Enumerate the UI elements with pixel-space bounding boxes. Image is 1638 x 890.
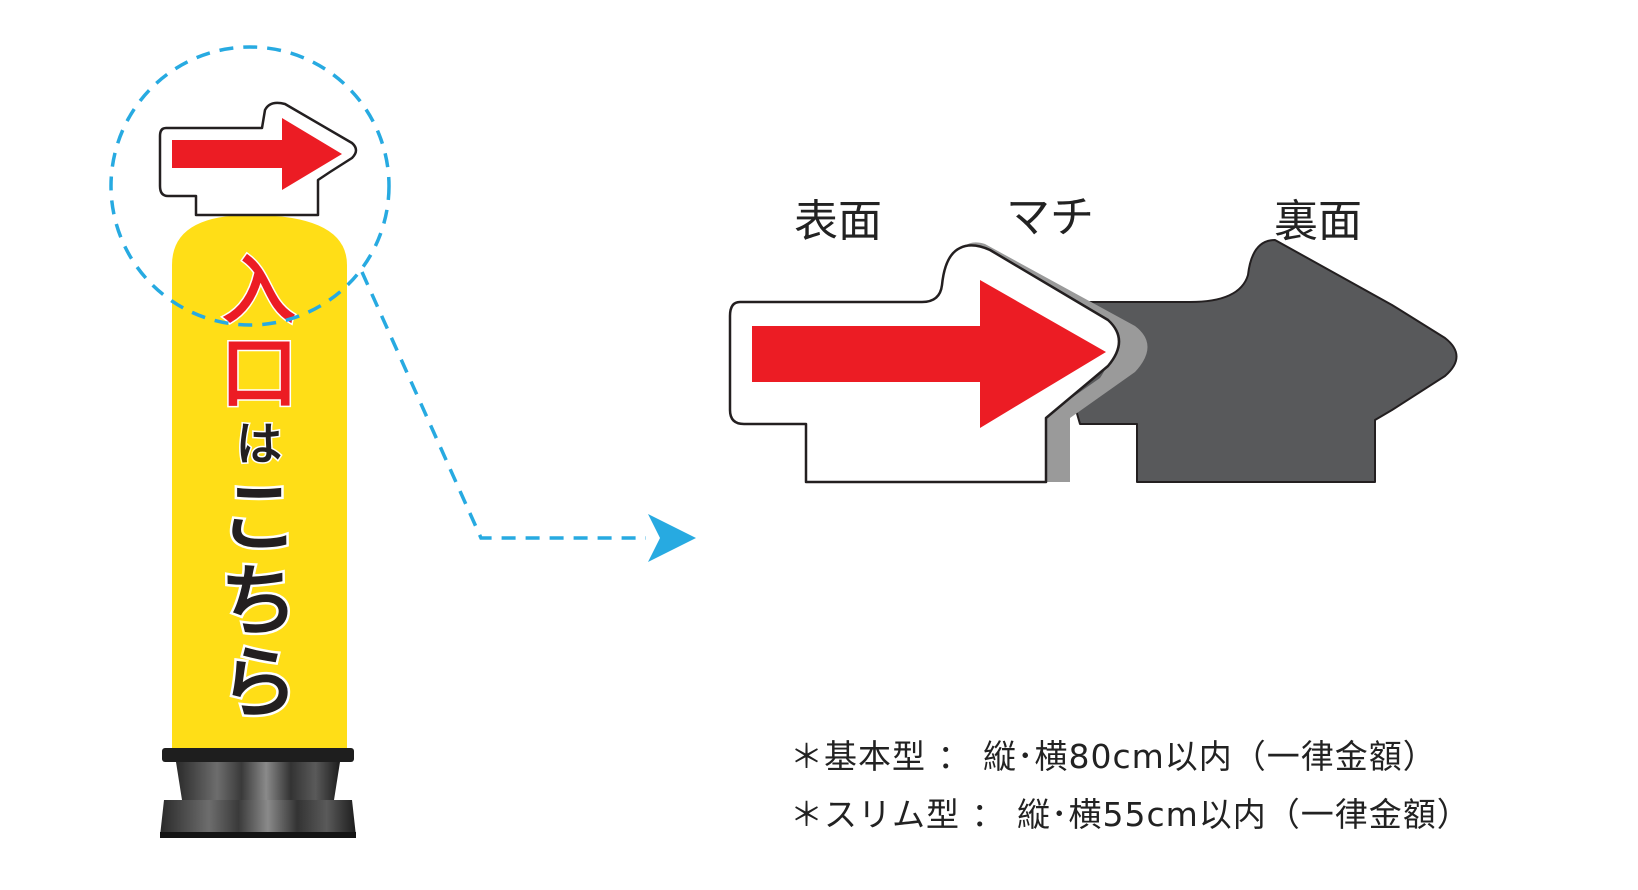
back-face [1044,239,1458,483]
label-gusset: マチ [1006,192,1094,243]
sign-char-3: は [236,417,282,471]
note-standard-size: ＊基本型 ： 縦･横80cm以内（一律金額） [790,737,1437,776]
label-front: 表面 [794,196,882,247]
topper-red-arrow [172,118,342,190]
stand-sign: 入 口 は こ ち ら [158,101,358,838]
label-back: 裏面 [1274,196,1362,247]
arrow-detail: 表面 マチ 裏面 [728,192,1458,484]
sign-char-4: こ [220,473,298,563]
sign-char-2: 口 [220,329,298,419]
topper-arrow-panel [158,101,358,217]
callout-circle [109,45,391,327]
note-slim-size: ＊スリム型 ： 縦･横55cm以内（一律金額） [790,795,1471,834]
sign-char-1: 入 [222,248,296,334]
callout-connector [360,271,646,540]
sign-char-5: ち [220,557,298,647]
sign-base [160,748,356,838]
sign-body [172,215,347,748]
callout [109,45,696,562]
sign-char-6: ら [220,639,298,729]
front-red-arrow [752,280,1106,428]
callout-arrowhead [648,514,696,562]
